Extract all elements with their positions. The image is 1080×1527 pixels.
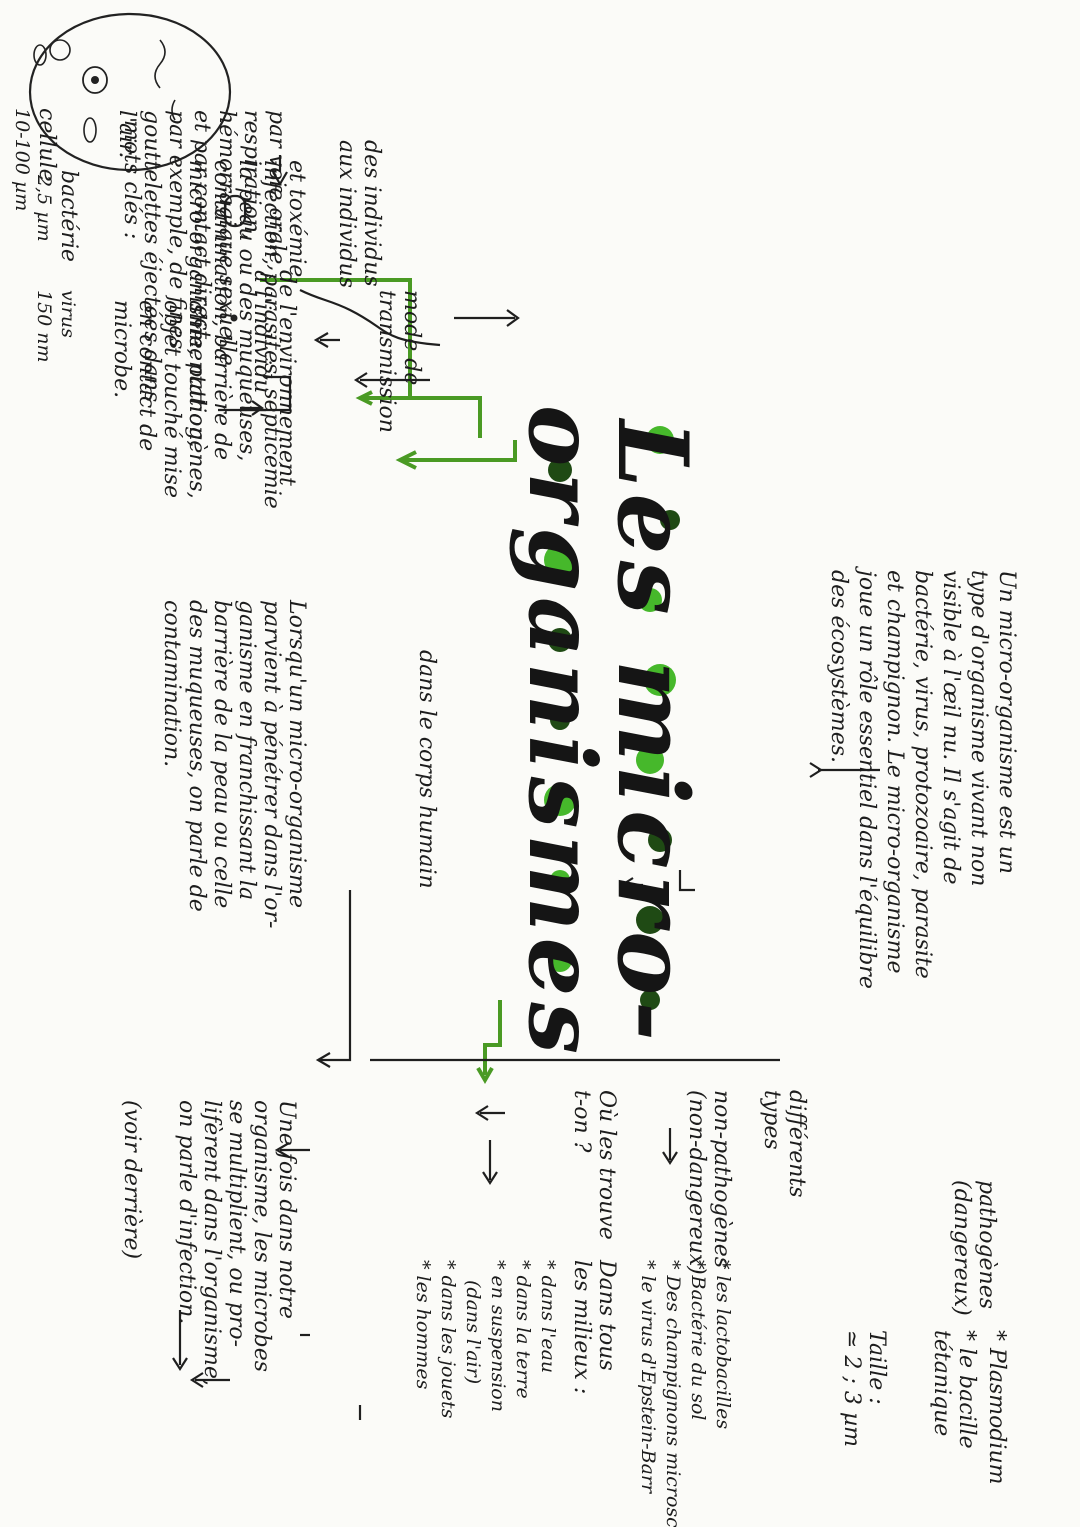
infection-line: on parle d'infection.: [174, 1100, 199, 1325]
where-item: * en suspension: [487, 1260, 509, 1412]
pathogenic-example: * Plasmodium: [984, 1330, 1009, 1485]
transmission-indiv: des individus: [359, 140, 384, 287]
where-item: * les hommes: [412, 1260, 434, 1390]
transmission-env-example: alimentation,: [184, 300, 209, 448]
definition-line: Un micro-organisme est un: [994, 570, 1019, 874]
where-question: t-on ?: [569, 1090, 594, 1153]
nonpathogenic-example: * les lactobacilles: [712, 1260, 734, 1430]
transmission-heading: transmission: [374, 290, 399, 433]
pathogenic-example: tétanique: [929, 1330, 954, 1437]
cell-drawing: [28, 12, 232, 172]
nonpathogenic-note: (non-dangereux): [684, 1090, 709, 1275]
contamination-line: parvient à pénétrer dans l'or-: [259, 600, 284, 929]
definition-line: des écosystèmes.: [826, 570, 851, 764]
contamination-line: ganisme en franchissant la: [234, 600, 259, 901]
definition-line: bactérie, virus, protozoaire, parasite: [910, 570, 935, 979]
transmission-env: à l'individu: [249, 270, 274, 394]
transmission-env-example: objet touché mise: [159, 300, 184, 498]
contamination-line: des muqueuses, on parle de: [184, 600, 209, 912]
page-title-line2: organismes: [508, 405, 616, 1061]
transmission-env: de l'environnement: [274, 270, 299, 486]
transmission-route: par voie orale,: [264, 110, 289, 272]
infection-line: Une fois dans notre: [274, 1100, 299, 1319]
contamination-line: contamination.: [159, 600, 184, 768]
size-value: ≃ 2 ; 3 µm: [839, 1330, 864, 1447]
where-item: * dans l'eau: [537, 1260, 559, 1374]
virus-label: virus: [57, 290, 79, 338]
pathogenic-note: (dangereux): [949, 1180, 974, 1316]
nonpathogenic-example: * le virus d'Epstein-Barr: [637, 1260, 659, 1494]
definition-line: joue un rôle essentiel dans l'équilibre: [854, 570, 879, 989]
page-title: Les micro-: [596, 420, 709, 1047]
where-item: * dans la terre: [512, 1260, 534, 1399]
infection-line: (voir derrière): [119, 1100, 144, 1260]
where-answer: les milieux :: [569, 1260, 594, 1395]
nonpathogenic-example: * Bactérie du sol: [687, 1260, 709, 1421]
cell-size: 10-100 µm: [11, 108, 33, 212]
infection-line: organisme, les microbes: [249, 1100, 274, 1373]
transmission-route: l'air.: [114, 110, 139, 159]
contamination-line: barrière de la peau ou celle: [209, 600, 234, 909]
definition-line: visible à l'œil nu. Il s'agit de: [938, 570, 963, 885]
where-item: * dans les jouets: [437, 1260, 459, 1419]
infection-line: lifèrent dans l'organisme,: [199, 1100, 224, 1386]
types-heading: types: [759, 1090, 784, 1150]
virus-drawing: [230, 314, 238, 322]
definition-line: type d'organisme vivant non: [966, 570, 991, 887]
transmission-heading: mode de: [399, 290, 424, 386]
transmission-route: respiration,: [239, 110, 264, 240]
transmission-env-example: en contact de: [134, 300, 159, 452]
types-heading: différents: [784, 1090, 809, 1198]
where-item: (dans l'air): [462, 1280, 484, 1385]
bacteria-size: 2,5 µm: [33, 175, 55, 242]
infection-line: se multiplient, ou pro-: [224, 1100, 249, 1348]
size-label: Taille :: [864, 1330, 889, 1405]
transmission-env-example: microbe.: [109, 300, 134, 399]
nonpathogenic-example: * Des champignons microscopiques: [662, 1260, 684, 1527]
virus-size: 150 nm: [33, 290, 55, 363]
contamination-line: Lorsqu'un micro-organisme: [284, 600, 309, 909]
body-heading: dans le corps humain: [414, 650, 439, 889]
bacteria-label: bactérie: [56, 170, 81, 262]
nonpathogenic-heading: non-pathogènes: [709, 1090, 734, 1269]
transmission-route: hémorragique sexuelle: [214, 110, 239, 366]
pathogenic-example: * le bacille: [954, 1330, 979, 1449]
bacteria-drawing: [223, 194, 247, 228]
where-question: Où les trouve: [594, 1090, 619, 1240]
transmission-indiv: aux individus: [334, 140, 359, 289]
pathogenic-heading: pathogènes: [974, 1180, 999, 1310]
definition-line: et champignon. Le micro-organisme: [882, 570, 907, 974]
where-answer: Dans tous: [594, 1260, 619, 1371]
